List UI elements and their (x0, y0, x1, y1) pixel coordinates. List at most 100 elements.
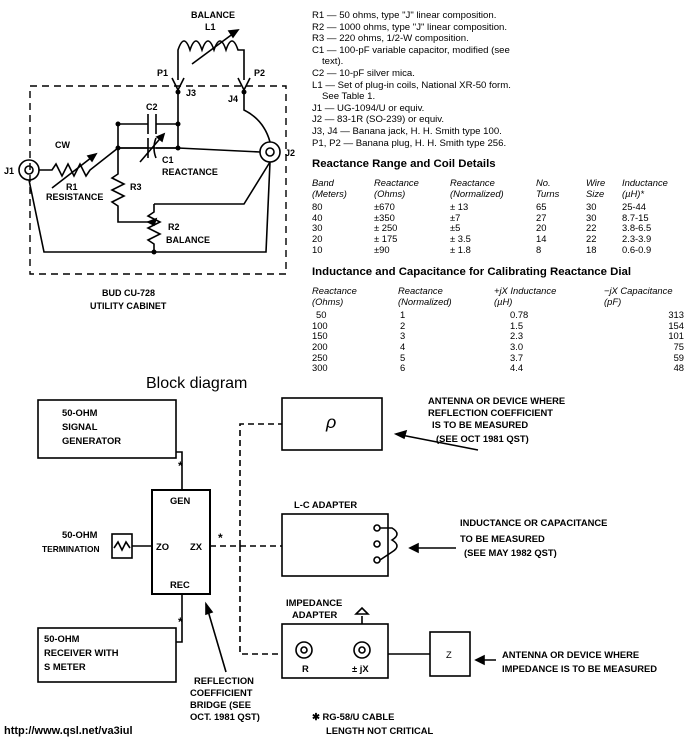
label-R2: R2 (168, 222, 180, 232)
cable-star-gen: * (178, 459, 183, 473)
receiver-label-2: RECEIVER WITH (44, 647, 119, 658)
label-J3: J3 (186, 88, 196, 98)
lc-adapter-title: L-C ADAPTER (294, 499, 357, 510)
parts-line: P1, P2 — Banana plug, H. H. Smith type 2… (312, 137, 507, 149)
bridge-note-2: COEFFICIENT (190, 687, 253, 698)
impedance-R-label: R (302, 663, 309, 674)
parts-line: L1 — Set of plug-in coils, National XR-5… (312, 79, 511, 91)
connector-J1 (18, 159, 40, 181)
jX-dial (353, 641, 371, 659)
label-P2: P2 (254, 68, 265, 78)
reactance-table: Band(Meters) Reactance(Ohms) Reactance(N… (312, 177, 692, 255)
cable-note-2: LENGTH NOT CRITICAL (326, 725, 434, 736)
resistor-R1 (39, 147, 119, 178)
table1-header: Inductance(µH)* (622, 177, 668, 199)
cable-note-1: ✱ RG-58/U CABLE (312, 711, 394, 722)
receiver-box (37, 627, 177, 683)
bridge-zx-label: ZX (190, 541, 203, 552)
parts-line: C1 — 100-pF variable capacitor, modified… (312, 44, 510, 56)
block-diagram (37, 397, 496, 683)
termination-label-2: TERMINATION (42, 544, 100, 554)
block-diagram-title: Block diagram (146, 375, 247, 392)
table2-header: +jX Inductance(µH) (494, 285, 557, 307)
impedance-jx-label: ± jX (352, 663, 369, 674)
rho-symbol: ρ (325, 412, 336, 432)
signal-generator-box (37, 399, 177, 459)
label-J4: J4 (228, 94, 238, 104)
termination-label-1: 50-OHM (62, 529, 98, 540)
lc-note-3: (SEE MAY 1982 QST) (464, 547, 557, 558)
parts-line: R1 — 50 ohms, type "J" linear compositio… (312, 10, 497, 21)
bridge-zo-label: ZO (156, 541, 169, 552)
gen-label-2: SIGNAL (62, 421, 98, 432)
label-CW: CW (55, 140, 70, 150)
calibration-table: Reactance(Ohms) Reactance(Normalized) +j… (312, 285, 694, 374)
impedance-adapter-label-1: IMPEDANCE (286, 597, 342, 608)
cable-star-rec: * (178, 615, 183, 629)
rho-note-4: (SEE OCT 1981 QST) (436, 433, 529, 444)
z-note-2: IMPEDANCE IS TO BE MEASURED (502, 663, 657, 674)
parts-line: text). (322, 56, 344, 68)
gen-label-1: 50-OHM (62, 407, 98, 418)
label-balance-bottom: BALANCE (166, 235, 210, 245)
lc-note-1: INDUCTANCE OR CAPACITANCE (460, 517, 607, 528)
table1-header: No.Turns (536, 177, 560, 199)
label-C2: C2 (146, 102, 158, 112)
receiver-label-1: 50-OHM (44, 633, 80, 644)
utility-cabinet-outline (29, 85, 287, 275)
label-balance-top: BALANCE (191, 10, 235, 20)
bridge-rec-label: REC (170, 579, 190, 590)
table1-header: Reactance(Normalized) (450, 177, 504, 199)
z-note-1: ANTENNA OR DEVICE WHERE (502, 649, 639, 660)
impedance-adapter-label-2: ADAPTER (292, 609, 338, 620)
source-url[interactable]: http://www.qsl.net/va3iul (4, 725, 133, 737)
capacitor-C1 (118, 137, 178, 159)
table2-title: Inductance and Capacitance for Calibrati… (312, 266, 632, 278)
label-L1: L1 (205, 22, 216, 32)
parts-line: J3, J4 — Banana jack, H. H. Smith type 1… (312, 125, 502, 137)
table2-header: Reactance(Ohms) (312, 285, 357, 307)
table2-header: Reactance(Normalized) (398, 285, 452, 307)
connector-J2 (259, 141, 281, 163)
resistor-R2 (146, 204, 162, 252)
cable-star-zx: * (218, 531, 223, 545)
R-dial (295, 641, 313, 659)
label-R3: R3 (130, 182, 142, 192)
rho-note-1: ANTENNA OR DEVICE WHERE (428, 395, 565, 406)
bridge-gen-label: GEN (170, 495, 191, 506)
resistor-R3 (110, 148, 148, 223)
parts-line: J1 — UG-1094/U or equiv. (312, 102, 425, 114)
balance-arrow (191, 29, 239, 65)
parts-list: R1 — 50 ohms, type "J" linear compositio… (312, 10, 694, 149)
parts-line: R2 — 1000 ohms, type "J" linear composit… (312, 21, 508, 33)
gen-label-3: GENERATOR (62, 435, 121, 446)
bridge-note-4: OCT. 1981 QST) (190, 711, 260, 722)
rho-note-2: REFLECTION COEFFICIENT (428, 407, 553, 418)
bridge-note-3: BRIDGE (SEE (190, 699, 251, 710)
table1-header: Reactance(Ohms) (374, 177, 419, 199)
receiver-label-3: S METER (44, 661, 86, 672)
parts-line: See Table 1. (322, 91, 376, 103)
parts-line: R3 — 220 ohms, 1/2-W composition. (312, 33, 469, 45)
schematic-dots (115, 89, 247, 255)
parts-line: J2 — 83-1R (SO-239) or equiv. (312, 114, 445, 126)
table1-title: Reactance Range and Coil Details (312, 158, 496, 170)
table1-header: Band(Meters) (312, 177, 347, 199)
label-cabinet-2: UTILITY CABINET (90, 301, 167, 311)
impedance-adapter-box (281, 623, 389, 679)
plug-P1 (171, 56, 185, 92)
label-C1: C1 (162, 155, 174, 165)
table2-header: −jX Capacitance(pF) (604, 285, 673, 307)
schematic (18, 29, 287, 275)
lc-adapter-box (281, 513, 389, 577)
